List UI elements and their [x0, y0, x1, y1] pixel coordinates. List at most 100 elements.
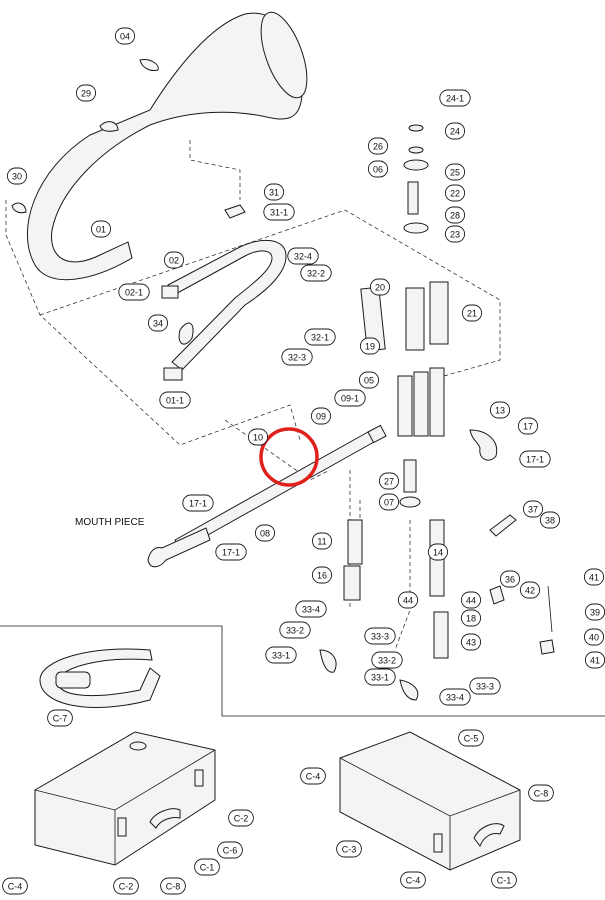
callout-36: 36 — [499, 570, 521, 588]
callout-41: 41 — [584, 651, 605, 669]
callout-text: 28 — [450, 211, 460, 221]
callout-C-1: C-1 — [194, 858, 220, 876]
callout-text: 17 — [523, 422, 533, 432]
callout-text: 33-2 — [378, 656, 396, 666]
callout-text: 20 — [375, 283, 385, 293]
callout-text: 33-1 — [371, 673, 389, 683]
callout-text: 19 — [365, 342, 375, 352]
callout-33-4: 33-4 — [295, 600, 327, 618]
callout-text: 41 — [590, 656, 600, 666]
callout-text: C-4 — [8, 882, 23, 892]
callout-17-1: 17-1 — [182, 494, 214, 512]
callout-text: 32-3 — [288, 353, 306, 363]
callout-text: 11 — [317, 537, 326, 547]
highlight-circle — [259, 427, 319, 487]
callout-29: 29 — [75, 84, 97, 102]
callout-23: 23 — [444, 225, 466, 243]
callout-21: 21 — [461, 304, 483, 322]
callout-37: 37 — [522, 500, 544, 518]
callout-text: C-2 — [234, 814, 249, 824]
callout-33-2: 33-2 — [279, 621, 311, 639]
callout-text: 23 — [450, 230, 460, 240]
callout-text: 10 — [253, 433, 263, 443]
callout-text: 33-4 — [302, 605, 320, 615]
callout-text: 33-2 — [286, 626, 304, 636]
callout-text: 44 — [466, 596, 476, 606]
callout-C-5: C-5 — [458, 729, 484, 747]
strap-accessory — [39, 648, 161, 708]
callout-C-3: C-3 — [336, 840, 362, 858]
callout-text: 02 — [169, 256, 179, 266]
callout-44: 44 — [460, 591, 482, 609]
callout-text: 16 — [317, 571, 327, 581]
callout-text: 05 — [364, 376, 374, 386]
callout-text: 13 — [495, 406, 505, 416]
callout-text: 34 — [153, 319, 163, 329]
callout-text: 32-1 — [311, 333, 329, 343]
callout-text: 42 — [525, 586, 535, 596]
callout-33-1: 33-1 — [265, 646, 297, 664]
callout-32-4: 32-4 — [287, 247, 319, 265]
callout-text: 01-1 — [166, 396, 184, 406]
callout-31-1: 31-1 — [263, 203, 295, 221]
callout-text: C-7 — [53, 714, 68, 724]
callout-text: 29 — [81, 89, 91, 99]
callout-14: 14 — [427, 543, 449, 561]
callout-text: 37 — [528, 505, 538, 515]
callout-text: 24-1 — [446, 94, 464, 104]
callout-text: 26 — [373, 142, 383, 152]
callout-text: 30 — [12, 172, 22, 182]
mouth-piece-label: MOUTH PIECE — [75, 517, 145, 528]
callout-41: 41 — [583, 568, 605, 586]
callout-text: C-8 — [166, 882, 181, 892]
callout-33-3: 33-3 — [469, 677, 501, 695]
callout-text: 36 — [505, 575, 515, 585]
case-right — [339, 731, 521, 871]
callout-08: 08 — [254, 524, 276, 542]
inset-border — [0, 625, 605, 717]
callout-24-1: 24-1 — [439, 89, 471, 107]
callout-38: 38 — [539, 511, 561, 529]
callout-labels: 042930010202-13131-132-432-232-132-33401… — [2, 27, 605, 895]
callout-25: 25 — [444, 163, 466, 181]
callout-text: C-3 — [342, 845, 357, 855]
callout-text: C-5 — [464, 734, 479, 744]
callout-text: 33-4 — [446, 693, 464, 703]
callout-text: 04 — [120, 32, 130, 42]
callout-17-1: 17-1 — [519, 450, 551, 468]
callout-text: 18 — [466, 614, 476, 624]
callout-43: 43 — [460, 633, 482, 651]
callout-30: 30 — [6, 167, 28, 185]
callout-20: 20 — [369, 278, 391, 296]
callout-28: 28 — [444, 206, 466, 224]
callout-text: 17-1 — [526, 455, 544, 465]
callout-40: 40 — [583, 628, 605, 646]
case-left — [34, 731, 216, 866]
callout-32-2: 32-2 — [300, 264, 332, 282]
callout-text: 02-1 — [125, 288, 143, 298]
callout-09: 09 — [310, 407, 332, 425]
callout-C-7: C-7 — [47, 709, 73, 727]
callout-18: 18 — [460, 609, 482, 627]
callout-text: C-2 — [119, 882, 134, 892]
callout-C-4: C-4 — [400, 871, 426, 889]
callout-32-3: 32-3 — [281, 348, 313, 366]
callout-text: 08 — [260, 529, 270, 539]
callout-text: 44 — [403, 596, 413, 606]
callout-16: 16 — [311, 566, 333, 584]
callout-33-1: 33-1 — [364, 668, 396, 686]
callout-17: 17 — [517, 417, 539, 435]
callout-text: 33-1 — [272, 651, 290, 661]
small-parts — [11, 59, 555, 701]
bell-section — [26, 11, 308, 281]
callout-C-2: C-2 — [228, 809, 254, 827]
callout-13: 13 — [489, 401, 511, 419]
callout-text: 33-3 — [476, 682, 494, 692]
lead-pipe — [147, 424, 387, 568]
callout-32-1: 32-1 — [304, 328, 336, 346]
callout-text: 32-2 — [307, 269, 325, 279]
callout-06: 06 — [367, 160, 389, 178]
callout-C-4: C-4 — [300, 767, 326, 785]
callout-text: 32-4 — [294, 252, 312, 262]
callout-44: 44 — [397, 591, 419, 609]
